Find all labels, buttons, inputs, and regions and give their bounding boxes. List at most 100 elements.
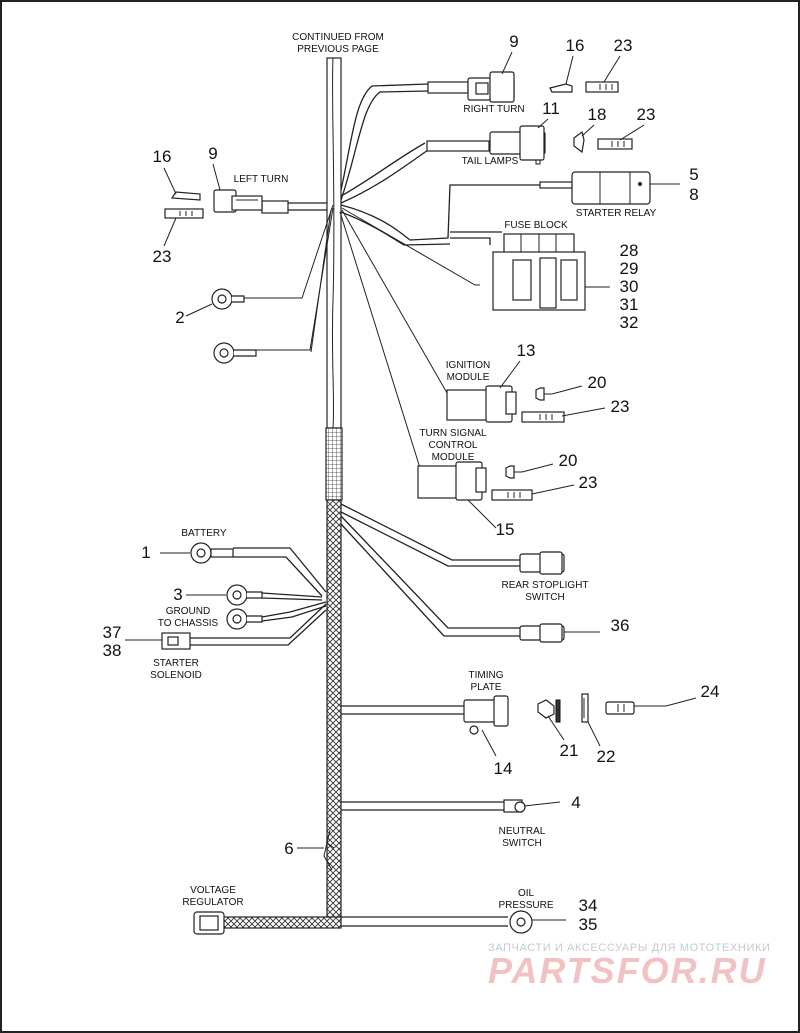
- callout-22: 22: [597, 747, 616, 766]
- callout-6: 6: [284, 839, 293, 858]
- callout-35: 35: [579, 915, 598, 934]
- terminal-20-upper: 20: [535, 373, 607, 401]
- callout-21: 21: [560, 741, 579, 760]
- terminal-16-top: 16: [549, 36, 585, 93]
- starter-solenoid-label-1: STARTER: [153, 658, 199, 669]
- callout-32: 32: [620, 313, 639, 332]
- terminal-23-top: 23: [585, 36, 633, 93]
- callout-23-tail: 23: [637, 105, 656, 124]
- callout-37: 37: [103, 623, 122, 642]
- cable-strap-6: 6: [284, 829, 335, 871]
- ground-label-2: TO CHASSIS: [158, 618, 219, 629]
- voltage-regulator: VOLTAGE REGULATOR: [182, 885, 244, 935]
- callout-13: 13: [517, 341, 536, 360]
- callout-36: 36: [611, 616, 630, 635]
- oil-pressure-label-2: PRESSURE: [498, 900, 553, 911]
- timing-plate: TIMING PLATE 14: [341, 670, 512, 778]
- neutral-switch: 4 NEUTRAL SWITCH: [341, 793, 581, 849]
- callout-5: 5: [689, 165, 698, 184]
- terminal-24: 24: [605, 682, 720, 715]
- fuse-block-label: FUSE BLOCK: [504, 220, 568, 231]
- callout-16: 16: [566, 36, 585, 55]
- continued-note: CONTINUED FROM PREVIOUS PAGE: [292, 32, 384, 55]
- terminal-23-left: 23: [153, 208, 204, 266]
- ring-terminal-ground-upper: [213, 342, 257, 364]
- watermark: ЗАПЧАСТИ И АКСЕССУАРЫ ДЛЯ МОТОТЕХНИКИ PA…: [488, 942, 770, 991]
- turn-signal-label-1: TURN SIGNAL: [419, 428, 487, 439]
- watermark-line1: ЗАПЧАСТИ И АКСЕССУАРЫ ДЛЯ МОТОТЕХНИКИ: [488, 942, 770, 954]
- oil-pressure: OIL PRESSURE 34 35: [498, 888, 597, 934]
- callout-23: 23: [614, 36, 633, 55]
- callout-20-upper: 20: [588, 373, 607, 392]
- terminal-20-lower: 20: [505, 451, 578, 479]
- rear-stoplight-branch: REAR STOPLIGHT SWITCH: [340, 503, 589, 603]
- left-turn-connector: LEFT TURN 9: [208, 144, 289, 213]
- turn-signal-module: TURN SIGNAL CONTROL MODULE 15: [417, 428, 515, 539]
- ring-terminal-2: 2: [175, 288, 245, 327]
- callout-23-ign: 23: [611, 397, 630, 416]
- timing-plate-label-2: PLATE: [471, 682, 502, 693]
- terminal-22: 22: [581, 693, 616, 766]
- right-turn-connector: RIGHT TURN 9: [463, 32, 524, 115]
- starter-relay-label: STARTER RELAY: [576, 208, 657, 219]
- watermark-line2: PARTSFOR.RU: [488, 950, 767, 991]
- terminal-18: 18: [573, 105, 607, 154]
- ground-terminal-lower: [226, 601, 327, 630]
- callout-left-turn-9: 9: [208, 144, 217, 163]
- callout-23-turn: 23: [579, 473, 598, 492]
- rear-stoplight-label-2: SWITCH: [525, 592, 564, 603]
- callout-18: 18: [588, 105, 607, 124]
- callout-8: 8: [689, 185, 698, 204]
- callout-15: 15: [496, 520, 515, 539]
- fuse-block: FUSE BLOCK 28 29 30 31 32: [492, 220, 639, 332]
- callout-29: 29: [620, 259, 639, 278]
- ground-terminal-3: 3 GROUND TO CHASSIS: [158, 584, 323, 629]
- callout-3: 3: [173, 585, 182, 604]
- junction-fan-wires: [243, 204, 480, 469]
- ground-label-1: GROUND: [166, 606, 210, 617]
- battery-label: BATTERY: [181, 528, 227, 539]
- terminal-23-upper: 23: [521, 397, 630, 423]
- battery-terminal: BATTERY 1: [141, 528, 327, 597]
- turn-signal-label-2: CONTROL: [429, 440, 478, 451]
- callout-4: 4: [571, 793, 580, 812]
- terminal-23-tail: 23: [597, 105, 656, 150]
- callout-16-left: 16: [153, 147, 172, 166]
- main-harness-trunk: [222, 57, 508, 929]
- callout-2: 2: [175, 308, 184, 327]
- ignition-module: IGNITION MODULE 13: [446, 341, 536, 423]
- voltage-regulator-label-2: REGULATOR: [182, 897, 243, 908]
- callout-14: 14: [494, 759, 513, 778]
- neutral-switch-label-1: NEUTRAL: [499, 826, 546, 837]
- tail-lamps-connector: TAIL LAMPS 11: [462, 99, 560, 167]
- callout-30: 30: [620, 277, 639, 296]
- timing-plate-label-1: TIMING: [469, 670, 504, 681]
- left-turn-label: LEFT TURN: [234, 174, 289, 185]
- rear-stoplight-label-1: REAR STOPLIGHT: [501, 580, 588, 591]
- callout-1: 1: [141, 543, 150, 562]
- top-branches: [261, 81, 573, 246]
- callout-right-turn-9: 9: [509, 32, 518, 51]
- callout-tail-lamps-11: 11: [542, 99, 560, 118]
- starter-relay: STARTER RELAY 5 8: [571, 165, 699, 219]
- callout-28: 28: [620, 241, 639, 260]
- ignition-module-label-1: IGNITION: [446, 360, 490, 371]
- terminal-16-left: 16: [153, 147, 201, 201]
- neutral-switch-label-2: SWITCH: [502, 838, 541, 849]
- ignition-module-label-2: MODULE: [447, 372, 490, 383]
- callout-20-lower: 20: [559, 451, 578, 470]
- terminal-21: 21: [537, 699, 579, 760]
- starter-solenoid-label-2: SOLENOID: [150, 670, 202, 681]
- callout-24: 24: [701, 682, 720, 701]
- turn-signal-label-3: MODULE: [432, 452, 475, 463]
- oil-pressure-label-1: OIL: [518, 888, 535, 899]
- tail-lamps-label: TAIL LAMPS: [462, 156, 519, 167]
- starter-solenoid: 37 38 STARTER SOLENOID: [103, 603, 327, 681]
- callout-34: 34: [579, 896, 598, 915]
- terminal-23-lower: 23: [491, 473, 598, 501]
- connector-36-branch: 36: [340, 515, 630, 643]
- callout-38: 38: [103, 641, 122, 660]
- continued-label-1: CONTINUED FROM: [292, 32, 384, 43]
